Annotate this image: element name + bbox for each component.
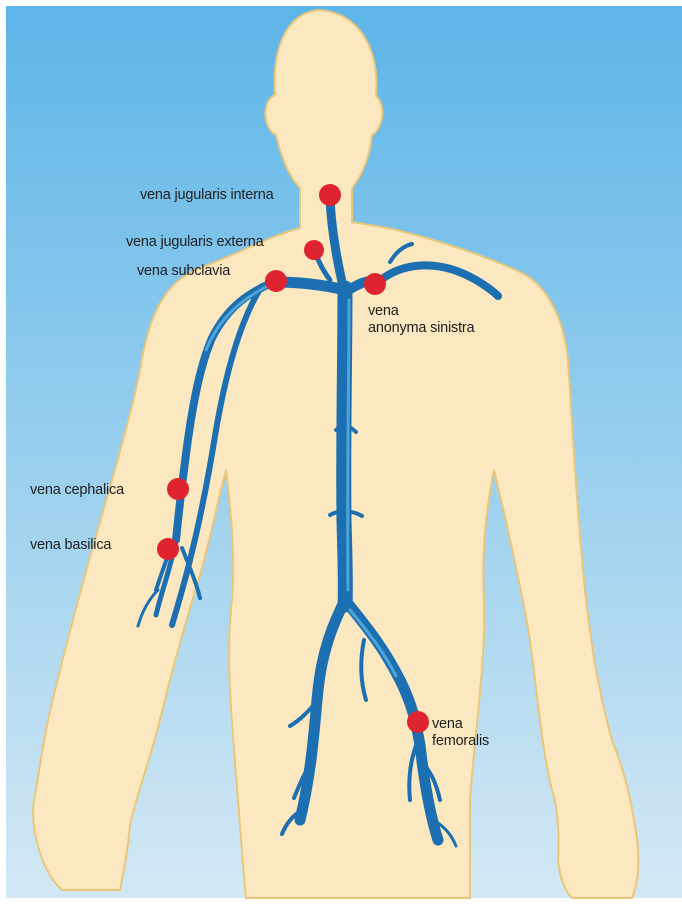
marker-anonyma-sinistra — [364, 273, 386, 295]
marker-jugularis-externa — [304, 240, 324, 260]
label-subclavia: vena subclavia — [137, 263, 230, 280]
label-jugularis-interna: vena jugularis interna — [140, 187, 273, 204]
label-femoralis: vena femoralis — [432, 716, 489, 750]
marker-femoralis — [407, 711, 429, 733]
label-basilica: vena basilica — [30, 537, 111, 554]
vena-cava — [344, 288, 346, 605]
label-cephalica: vena cephalica — [30, 482, 124, 499]
marker-subclavia — [265, 270, 287, 292]
marker-basilica — [157, 538, 179, 560]
marker-cephalica — [167, 478, 189, 500]
label-jugularis-externa: vena jugularis externa — [126, 234, 263, 251]
vena-cava-highlight — [348, 300, 349, 590]
label-anonyma-sinistra: vena anonyma sinistra — [368, 303, 474, 337]
marker-jugularis-interna — [319, 184, 341, 206]
